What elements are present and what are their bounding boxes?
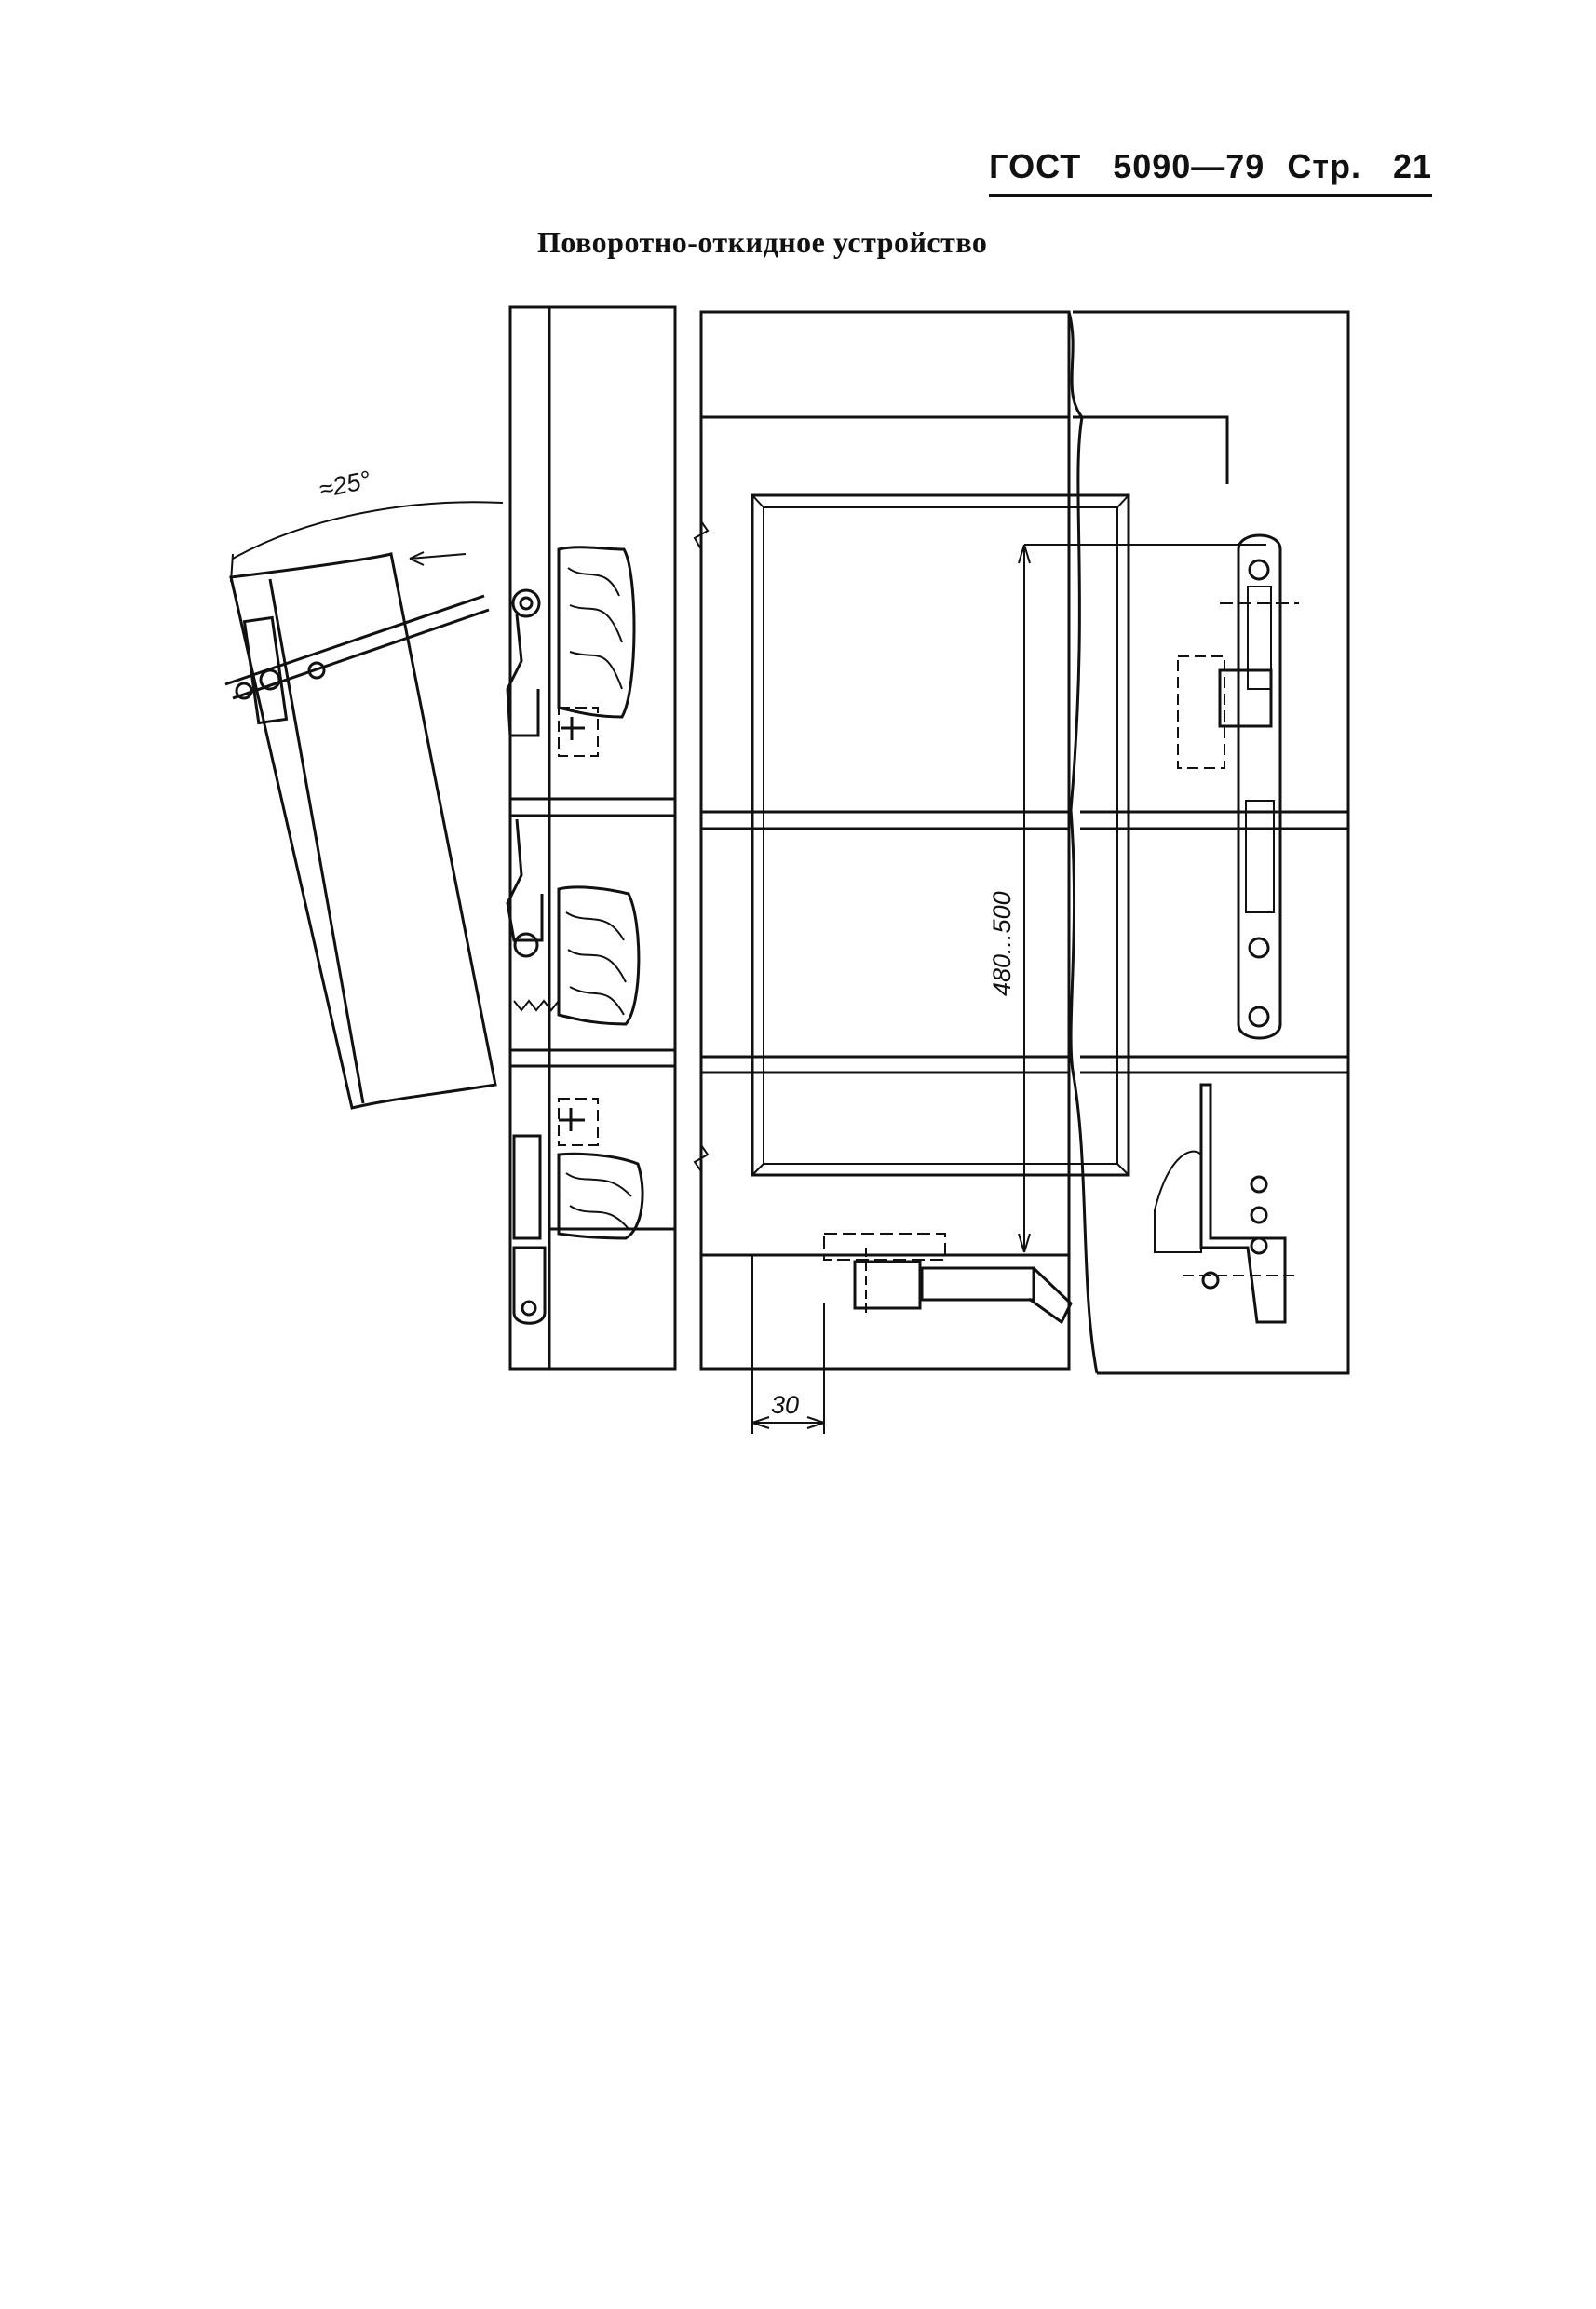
angle-label: ≈25° — [317, 466, 373, 504]
height-dimension-label: 480...500 — [988, 891, 1016, 996]
figure-title: Поворотно-откидное устройство — [537, 225, 988, 259]
page-number: 21 — [1392, 147, 1432, 185]
page-label: Стр. — [1287, 147, 1361, 185]
height-dimension — [1018, 544, 1266, 1253]
window-front-view — [693, 310, 1130, 1434]
standard-number: 5090—79 — [1113, 147, 1265, 185]
standard-label: ГОСТ — [989, 147, 1082, 185]
angle-annotation — [230, 501, 504, 583]
left-frame-section — [506, 305, 677, 1371]
tilted-sash — [224, 552, 497, 1110]
right-frame-section — [1067, 310, 1350, 1375]
page-header: ГОСТ 5090—79 Стр. 21 — [989, 140, 1432, 197]
width-dimension — [751, 1303, 825, 1434]
width-dimension-label: 30 — [771, 1391, 799, 1419]
